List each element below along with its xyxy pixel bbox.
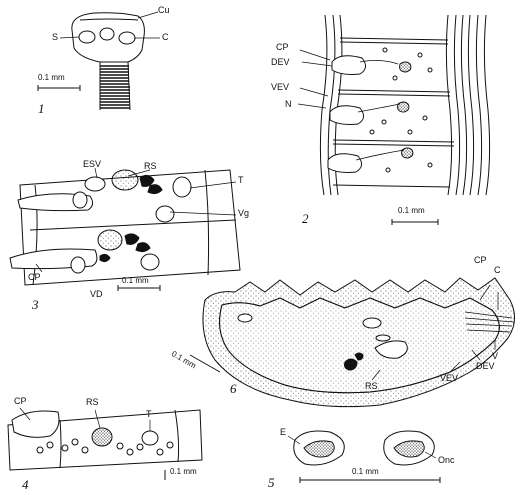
fig1-scolex-drawing [37, 11, 160, 111]
fig1-label-c: C [162, 32, 169, 42]
fig3-label-rs: RS [144, 161, 157, 171]
fig6-label-v: V [492, 351, 499, 361]
fig6-label-rs: RS [365, 381, 378, 391]
fig5-scale-label: 0.1 mm [352, 467, 379, 476]
fig4-label-t: T [146, 409, 152, 419]
fig6-label-cp: CP [474, 255, 487, 265]
fig5-label-onc: Onc [438, 455, 455, 465]
fig3-label-cp: CP [28, 272, 41, 282]
fig4-proglottid-drawing [7, 407, 203, 480]
fig2-number: 2 [302, 211, 309, 226]
fig2-scale-label: 0.1 mm [398, 206, 425, 215]
fig5-number: 5 [268, 475, 275, 490]
fig4-label-rs: RS [86, 397, 99, 407]
fig5-eggs-drawing [287, 430, 441, 483]
fig6-number: 6 [230, 381, 237, 396]
fig1-label-s: S [52, 32, 59, 42]
fig3-number: 3 [32, 297, 39, 312]
fig2-segments-drawing [297, 14, 491, 225]
fig4-scale-label: 0.1 mm [170, 467, 197, 476]
fig3-scale-label: 0.1 mm [122, 276, 149, 285]
fig1-scale-label: 0.1 mm [38, 73, 65, 82]
fig1-label-cu: Cu [158, 5, 170, 15]
fig3-label-t: T [238, 175, 244, 185]
fig3-label-vg: Vg [238, 208, 250, 218]
fig3-label-esv: ESV [83, 159, 102, 169]
fig2-label-dev: DEV [271, 57, 290, 67]
fig2-label-vev: VEV [271, 82, 290, 92]
fig4-label-cp: CP [14, 396, 27, 406]
fig3-proglottid-drawing [9, 167, 241, 291]
fig2-label-n: N [285, 99, 292, 109]
fig3-label-vd: VD [90, 289, 103, 299]
fig5-label-e: E [280, 427, 287, 437]
fig4-number: 4 [22, 477, 29, 492]
fig6-label-dev: DEV [476, 361, 495, 371]
fig2-label-cp: CP [276, 42, 289, 52]
fig1-number: 1 [38, 101, 45, 116]
fig6-label-c: C [494, 265, 501, 275]
fig6-gravid-proglottid-drawing [189, 277, 515, 408]
fig6-label-vev: VEV [440, 373, 459, 383]
